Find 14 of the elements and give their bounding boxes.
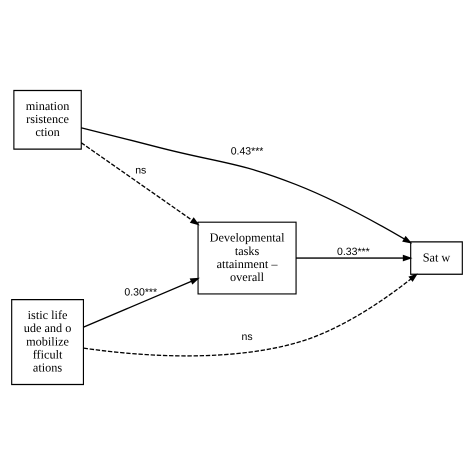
edge-label: ns <box>135 164 146 176</box>
edge-label: 0.33*** <box>337 246 370 258</box>
edge-label: 0.43*** <box>230 144 264 157</box>
arrow <box>80 142 200 226</box>
node-box: istic life ude and o mobilize fficult ations <box>11 298 84 385</box>
edge-label: 0.30*** <box>124 286 158 298</box>
edge-label: ns <box>242 330 253 342</box>
node-box: mination rsistence ction <box>13 89 82 150</box>
arrow <box>296 254 412 261</box>
arrow <box>83 277 200 328</box>
node-box: Developmental tasks attainment – overall <box>198 221 297 294</box>
node-box: Sat w <box>410 240 463 274</box>
arrow <box>84 272 418 356</box>
arrow <box>81 126 412 244</box>
